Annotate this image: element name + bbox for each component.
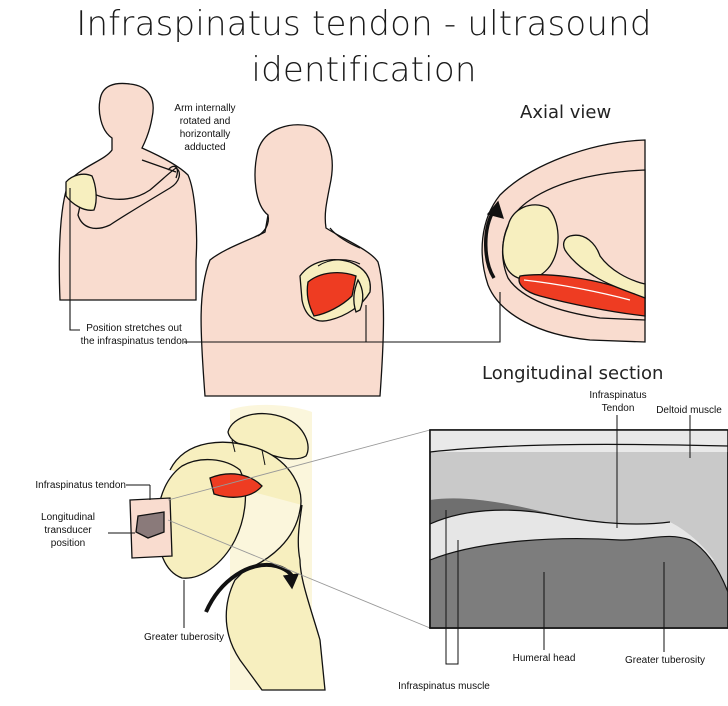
shoulder-closeup bbox=[129, 404, 326, 691]
greater-tuberosity-label-right: Greater tuberosity bbox=[624, 655, 706, 666]
longitudinal-section-heading: Longitudinal section bbox=[482, 363, 664, 384]
left-leader-lines bbox=[108, 484, 185, 628]
axial-view-heading: Axial view bbox=[520, 102, 612, 123]
arm-position-label: Arm internally rotated and horizontally … bbox=[174, 103, 236, 153]
deltoid-muscle-label: Deltoid muscle bbox=[656, 405, 722, 416]
humeral-head-label: Humeral head bbox=[512, 653, 576, 664]
projection-lines bbox=[167, 429, 431, 629]
infraspinatus-tendon-label-right: Infraspinatus Tendon bbox=[589, 390, 647, 414]
greater-tuberosity-label-left: Greater tuberosity bbox=[143, 632, 225, 643]
page-title-line1: Infraspinatus tendon - ultrasound bbox=[76, 4, 652, 44]
back-figure bbox=[200, 124, 385, 397]
stretch-note-label: Position stretches out the infraspinatus… bbox=[80, 323, 188, 347]
infraspinatus-muscle-label: Infraspinatus muscle bbox=[398, 681, 490, 692]
transducer-position-label: Longitudinal transducer position bbox=[41, 512, 95, 549]
page-title-line2: identification bbox=[251, 50, 477, 90]
axial-view bbox=[481, 139, 646, 343]
infraspinatus-tendon-label-left: Infraspinatus tendon bbox=[35, 480, 126, 491]
longitudinal-section bbox=[429, 415, 728, 665]
front-figure bbox=[58, 82, 198, 301]
stretch-connector-lines bbox=[69, 188, 501, 343]
